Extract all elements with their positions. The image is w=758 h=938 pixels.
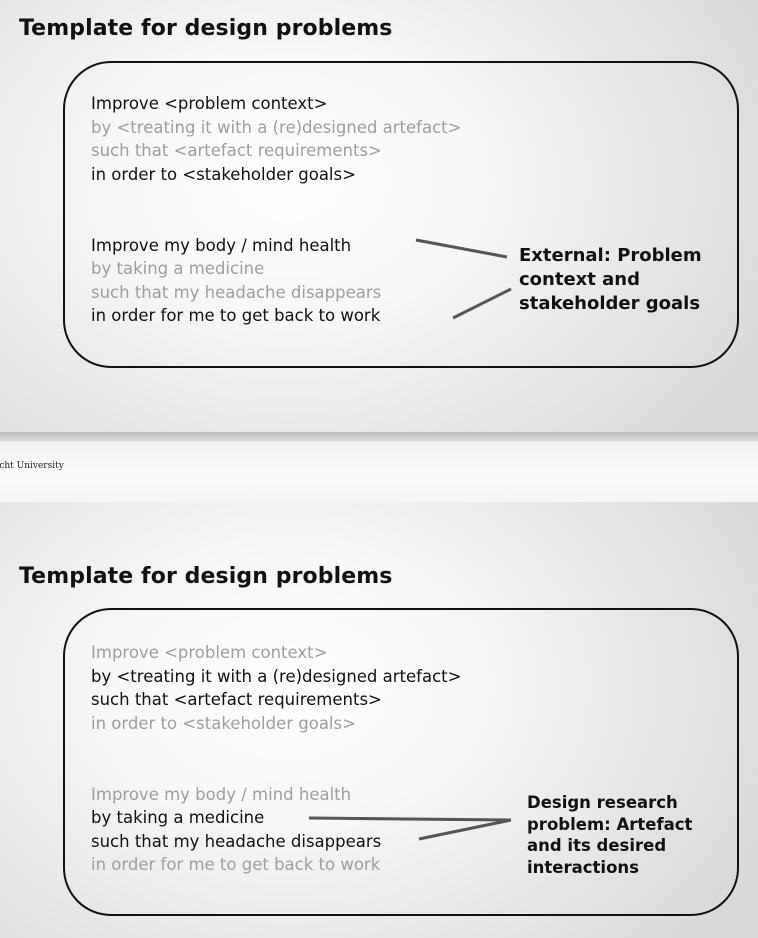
example-line-in-order-to: in order for me to get back to work xyxy=(91,855,381,874)
slide-title: Template for design problems xyxy=(19,564,393,589)
template-line-such-that: such that <artefact requirements> xyxy=(91,141,382,160)
connector-line-bottom xyxy=(418,818,512,841)
connector-lines xyxy=(308,816,512,841)
slide-2: Template for design problems Improve <pr… xyxy=(0,502,758,938)
example-line-such-that: such that my headache disappears xyxy=(91,283,382,302)
slide-1: Template for design problems Improve <pr… xyxy=(0,0,758,432)
template-line-in-order-to: in order to <stakeholder goals> xyxy=(91,714,356,733)
connector-line-top xyxy=(415,238,508,259)
footer-university: echt University xyxy=(0,461,64,471)
example-line-such-that: such that my headache disappears xyxy=(91,832,382,851)
template-line-improve: Improve <problem context> xyxy=(91,94,328,113)
slide-separator xyxy=(0,432,758,502)
template-line-in-order-to: in order to <stakeholder goals> xyxy=(91,165,356,184)
slide-title: Template for design problems xyxy=(19,16,393,41)
template-box xyxy=(63,608,739,916)
annotation-design-research: Design research problem: Artefact and it… xyxy=(527,793,693,877)
example-line-by: by taking a medicine xyxy=(91,259,265,278)
connector-lines xyxy=(415,238,512,320)
example-line-by: by taking a medicine xyxy=(91,808,265,827)
connector-line-top xyxy=(308,816,512,822)
template-line-by: by <treating it with a (re)designed arte… xyxy=(91,118,462,137)
example-line-improve: Improve my body / mind health xyxy=(91,785,352,804)
template-line-such-that: such that <artefact requirements> xyxy=(91,690,382,709)
connector-line-bottom xyxy=(452,287,512,320)
template-box xyxy=(63,61,739,368)
example-line-improve: Improve my body / mind health xyxy=(91,236,352,255)
separator-bar xyxy=(0,432,758,441)
annotation-external: External: Problem context and stakeholde… xyxy=(519,245,702,314)
template-line-improve: Improve <problem context> xyxy=(91,643,328,662)
template-line-by: by <treating it with a (re)designed arte… xyxy=(91,667,462,686)
example-line-in-order-to: in order for me to get back to work xyxy=(91,306,381,325)
